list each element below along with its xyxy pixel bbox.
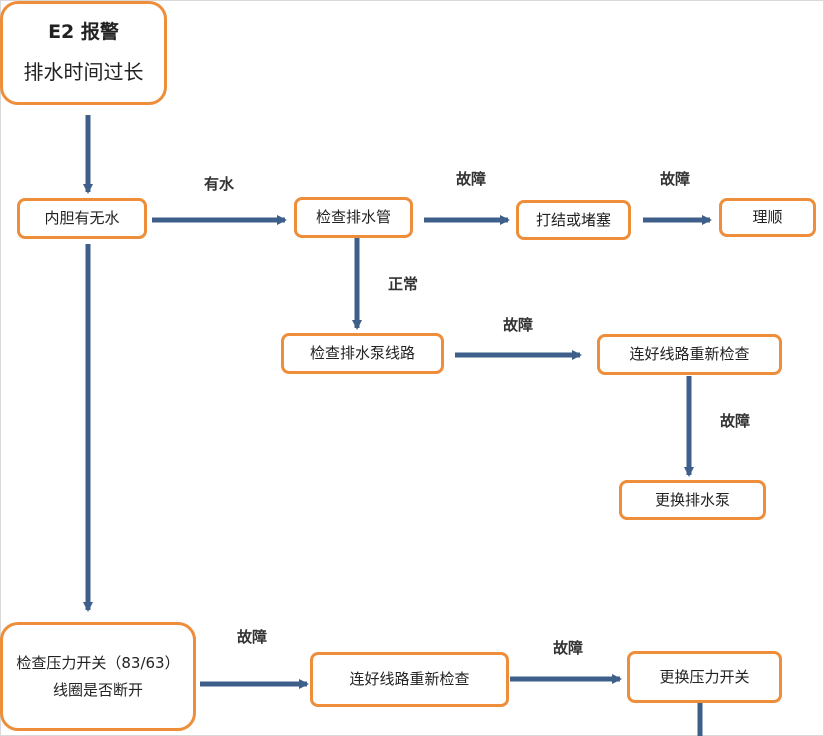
water-check-text: 内胆有无水	[44, 209, 120, 228]
node-pressure-switch: 检查压力开关（83/63） 线圈是否断开	[0, 622, 196, 731]
replace-pump-text: 更换排水泵	[654, 490, 730, 509]
node-check-drain-hose: 检查排水管	[294, 197, 413, 238]
node-replace-pressure-switch: 更换压力开关	[627, 651, 782, 703]
node-straighten: 理顺	[719, 198, 816, 237]
node-knot-blocked: 打结或堵塞	[516, 200, 631, 240]
label-normal: 正常	[388, 275, 419, 293]
node-reconnect-check-2: 连好线路重新检查	[310, 652, 509, 707]
label-fault-reconnect2: 故障	[553, 639, 584, 657]
label-fault-hose: 故障	[456, 170, 487, 188]
label-fault-pump: 故障	[503, 316, 534, 334]
straighten-text: 理顺	[752, 208, 783, 227]
check-drain-hose-text: 检查排水管	[315, 208, 391, 227]
reconnect-check-1-text: 连好线路重新检查	[629, 345, 750, 364]
pressure-switch-line1: 检查压力开关（83/63）	[16, 654, 180, 673]
label-fault-reconnect1: 故障	[720, 412, 751, 430]
e2-alarm-title: E2 报警	[48, 20, 119, 43]
replace-pressure-switch-text: 更换压力开关	[659, 667, 750, 686]
reconnect-check-2-text: 连好线路重新检查	[349, 670, 470, 689]
node-reconnect-check-1: 连好线路重新检查	[597, 334, 782, 375]
label-fault-pressure: 故障	[237, 628, 268, 646]
knot-blocked-text: 打结或堵塞	[535, 210, 611, 229]
node-water-check: 内胆有无水	[17, 198, 147, 239]
check-pump-circuit-text: 检查排水泵线路	[309, 344, 415, 363]
node-e2-alarm: E2 报警 排水时间过长	[0, 1, 167, 105]
node-replace-pump: 更换排水泵	[619, 480, 766, 520]
node-check-pump-circuit: 检查排水泵线路	[281, 333, 444, 374]
label-has-water: 有水	[204, 175, 235, 193]
e2-alarm-subtitle: 排水时间过长	[23, 60, 144, 85]
pressure-switch-line2: 线圈是否断开	[52, 680, 143, 699]
label-fault-knot: 故障	[660, 170, 691, 188]
